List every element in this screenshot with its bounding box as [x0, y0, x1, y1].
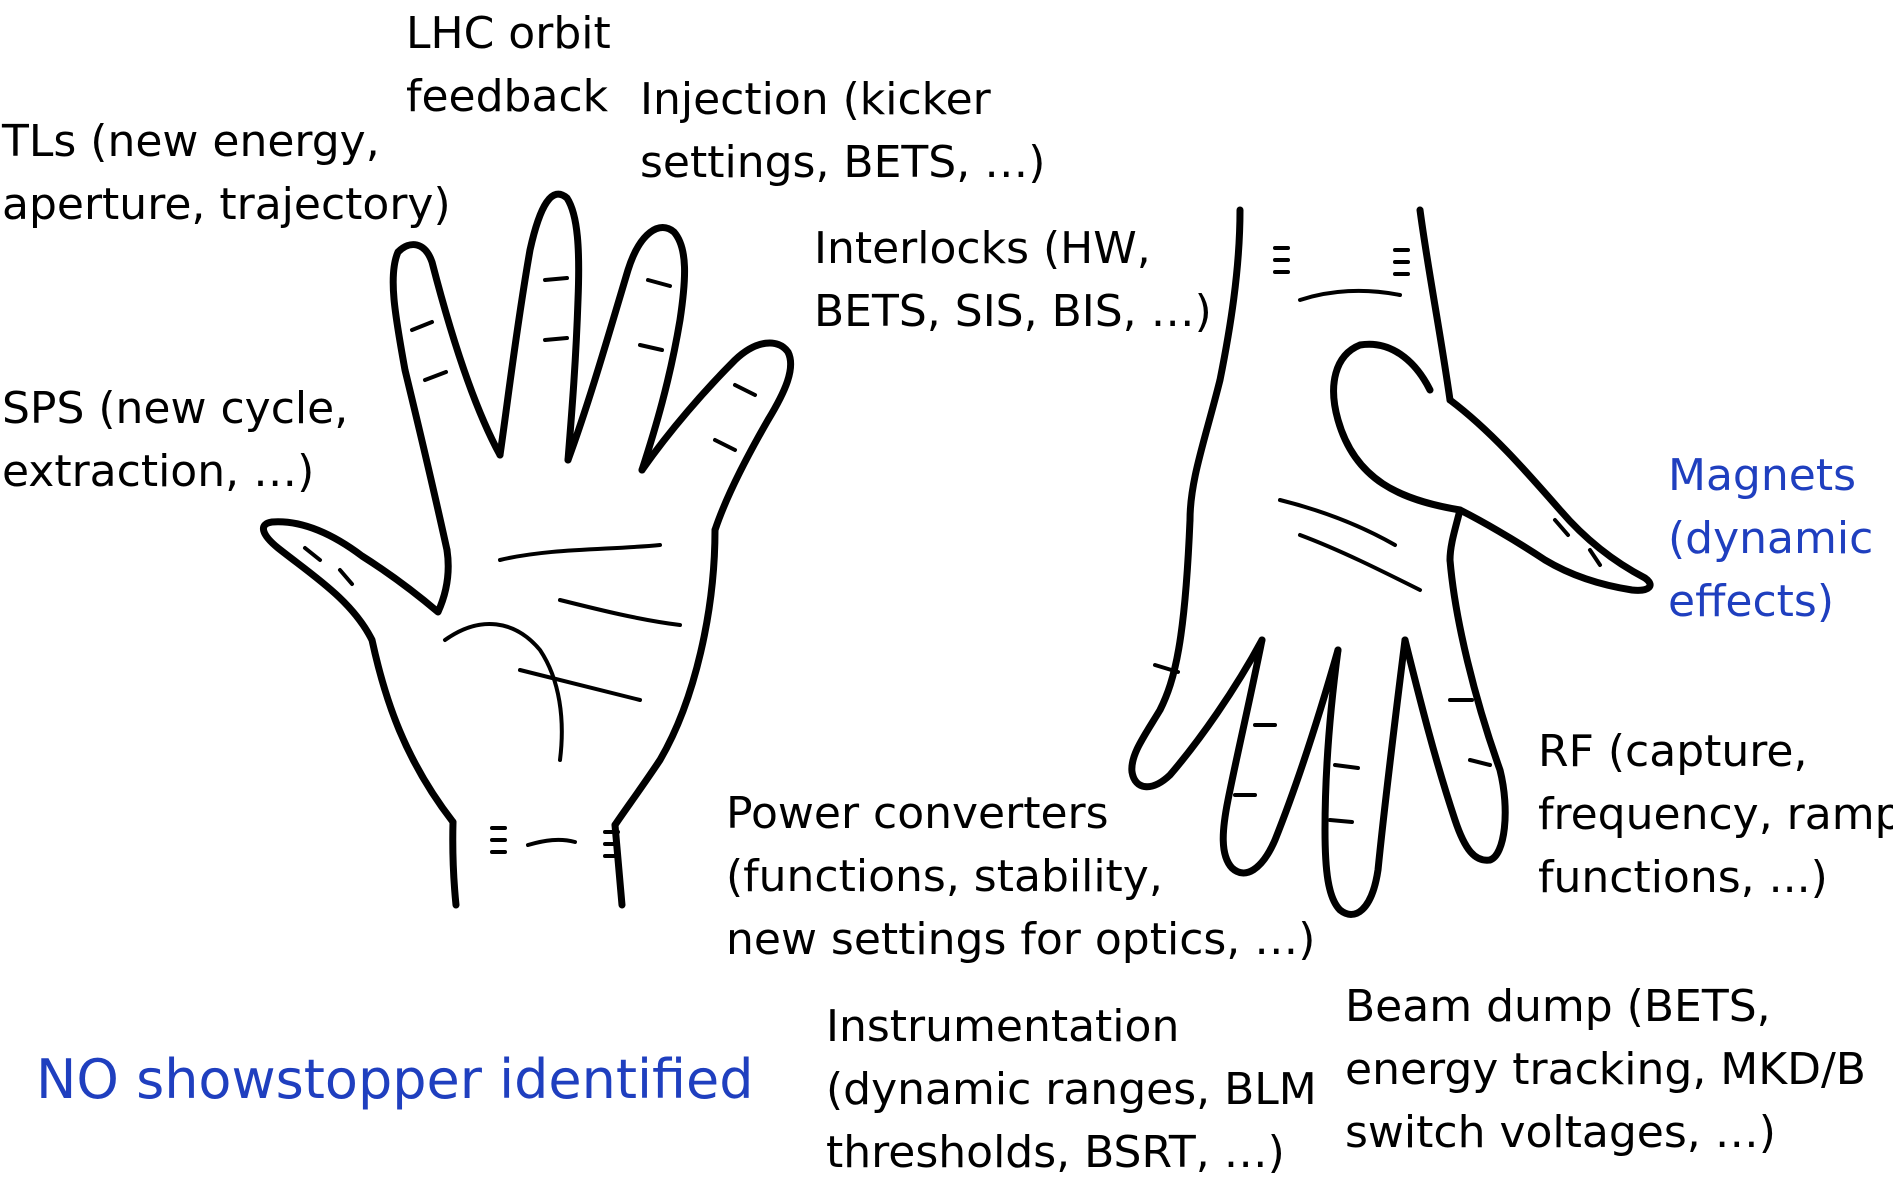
tls-label: TLs (new energy, aperture, trajectory) — [2, 110, 451, 236]
lhc-orbit-line-1: LHC orbit — [406, 2, 611, 65]
power-converters-line-2: (functions, stability, — [726, 845, 1315, 908]
injection-line-2: settings, BETS, …) — [640, 131, 1045, 194]
magnets-label: Magnets (dynamic effects) — [1668, 444, 1873, 633]
interlocks-line-2: BETS, SIS, BIS, …) — [814, 280, 1212, 343]
footer-statement: NO showstopper identified — [36, 1048, 754, 1112]
beam-dump-line-2: energy tracking, MKD/B — [1345, 1038, 1866, 1101]
sps-label: SPS (new cycle, extraction, …) — [2, 377, 348, 503]
injection-line-1: Injection (kicker — [640, 68, 1045, 131]
sps-line-2: extraction, …) — [2, 440, 348, 503]
injection-label: Injection (kicker settings, BETS, …) — [640, 68, 1045, 194]
rf-line-3: functions, ...) — [1538, 846, 1893, 909]
interlocks-line-1: Interlocks (HW, — [814, 217, 1212, 280]
beam-dump-label: Beam dump (BETS, energy tracking, MKD/B … — [1345, 975, 1866, 1164]
interlocks-label: Interlocks (HW, BETS, SIS, BIS, …) — [814, 217, 1212, 343]
rf-line-2: frequency, ramp — [1538, 783, 1893, 846]
magnets-line-2: (dynamic — [1668, 507, 1873, 570]
tls-line-1: TLs (new energy, — [2, 110, 451, 173]
instrumentation-line-1: Instrumentation — [826, 995, 1317, 1058]
instrumentation-label: Instrumentation (dynamic ranges, BLM thr… — [826, 995, 1317, 1182]
power-converters-label: Power converters (functions, stability, … — [726, 782, 1315, 971]
tls-line-2: aperture, trajectory) — [2, 173, 451, 236]
magnets-line-1: Magnets — [1668, 444, 1873, 507]
magnets-line-3: effects) — [1668, 570, 1873, 633]
sps-line-1: SPS (new cycle, — [2, 377, 348, 440]
power-converters-line-3: new settings for optics, …) — [726, 908, 1315, 971]
beam-dump-line-3: switch voltages, …) — [1345, 1101, 1866, 1164]
instrumentation-line-2: (dynamic ranges, BLM — [826, 1058, 1317, 1121]
beam-dump-line-1: Beam dump (BETS, — [1345, 975, 1866, 1038]
power-converters-line-1: Power converters — [726, 782, 1315, 845]
instrumentation-line-3: thresholds, BSRT, …) — [826, 1121, 1317, 1182]
rf-label: RF (capture, frequency, ramp functions, … — [1538, 720, 1893, 909]
left-hand-drawing — [263, 194, 790, 905]
rf-line-1: RF (capture, — [1538, 720, 1893, 783]
